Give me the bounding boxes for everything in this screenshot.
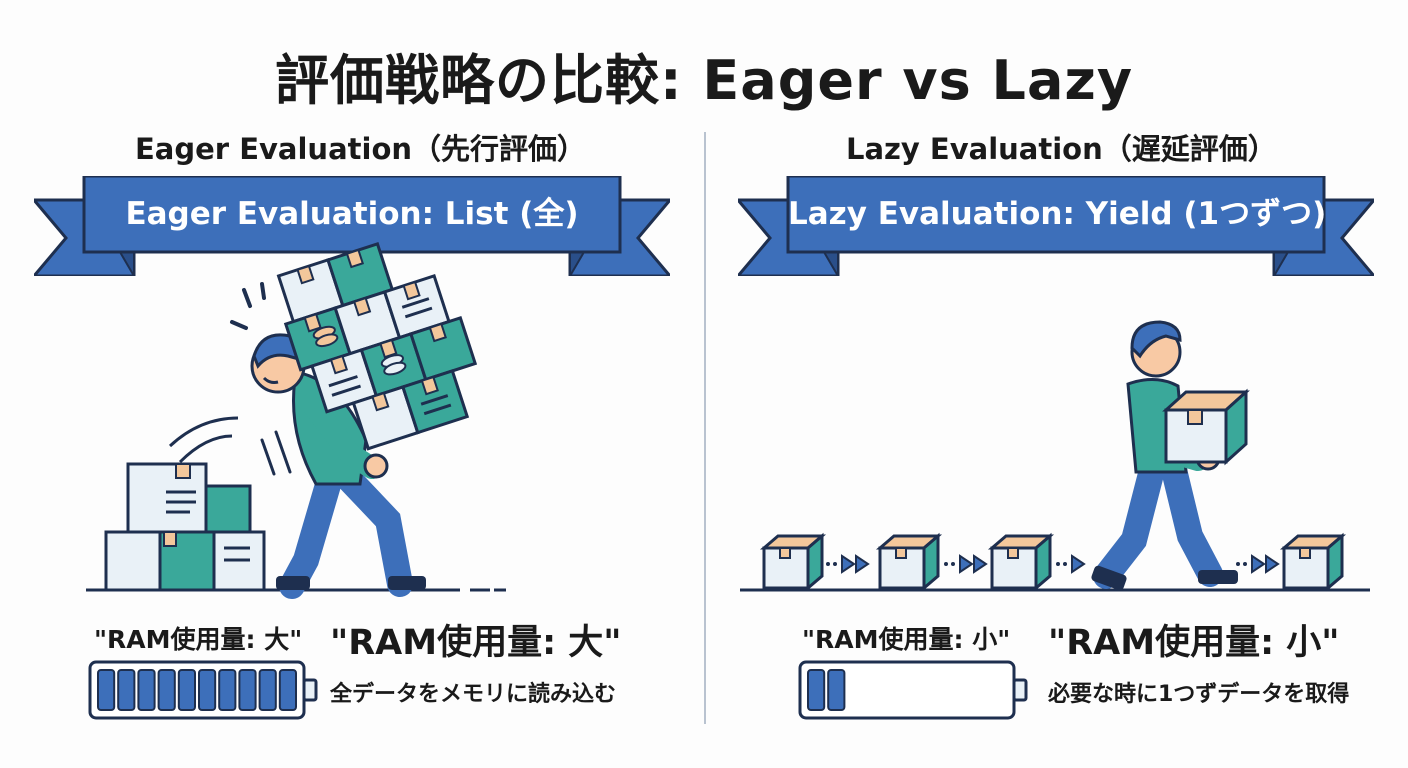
floor-boxes xyxy=(104,462,266,592)
eager-battery-cell xyxy=(218,669,237,711)
lazy-banner: Lazy Evaluation: Yield (1つずつ) xyxy=(738,176,1374,276)
lazy-person xyxy=(1091,320,1250,591)
eager-battery-cell xyxy=(177,669,197,711)
eager-ram-label-small: "RAM使用量: 大" xyxy=(94,625,303,654)
lazy-ram-label-large: "RAM使用量: 小" xyxy=(1048,623,1340,663)
eager-battery-cell xyxy=(258,669,277,711)
eager-battery-cell xyxy=(198,669,217,711)
lazy-battery-cell xyxy=(827,669,846,711)
eager-note: 全データをメモリに読み込む xyxy=(330,682,617,707)
box-tower xyxy=(277,242,477,451)
ribbon-shape xyxy=(34,176,670,276)
lazy-ram-label-small: "RAM使用量: 小" xyxy=(802,625,1011,654)
eager-illustration xyxy=(86,242,506,599)
lazy-panel: Lazy Evaluation（遅延評価） Lazy Evaluation: Y… xyxy=(704,0,1408,768)
lazy-illustration xyxy=(740,320,1370,592)
eager-banner-text: Eager Evaluation: List (全) xyxy=(125,196,579,232)
page-title: 評価戦略の比較: Eager vs Lazy xyxy=(274,49,1134,112)
eager-ram-label-large: "RAM使用量: 大" xyxy=(330,623,622,663)
ribbon-shape xyxy=(738,176,1374,276)
lazy-battery-cell xyxy=(807,669,826,711)
lazy-battery-icon xyxy=(798,660,1028,720)
eager-battery-cell xyxy=(137,669,156,711)
eager-panel: Eager Evaluation（先行評価） Eager Evaluation:… xyxy=(34,132,670,720)
eager-battery-cell xyxy=(117,669,136,711)
eager-battery-cell xyxy=(157,669,176,711)
eager-battery-cell xyxy=(238,669,257,711)
lazy-note: 必要な時に1つずデータを取得 xyxy=(1048,682,1350,707)
stream-boxes xyxy=(762,534,1344,590)
eager-heading: Eager Evaluation（先行評価） xyxy=(135,132,587,166)
eager-battery-icon xyxy=(88,660,318,720)
lazy-heading: Lazy Evaluation（遅延評価） xyxy=(846,132,1277,166)
lazy-banner-text: Lazy Evaluation: Yield (1つずつ) xyxy=(788,196,1327,232)
eager-banner: Eager Evaluation: List (全) xyxy=(34,176,670,276)
eager-battery-cell xyxy=(278,669,298,711)
eager-person xyxy=(250,333,426,599)
center-divider xyxy=(704,132,706,724)
eager-battery-cell xyxy=(97,669,116,711)
